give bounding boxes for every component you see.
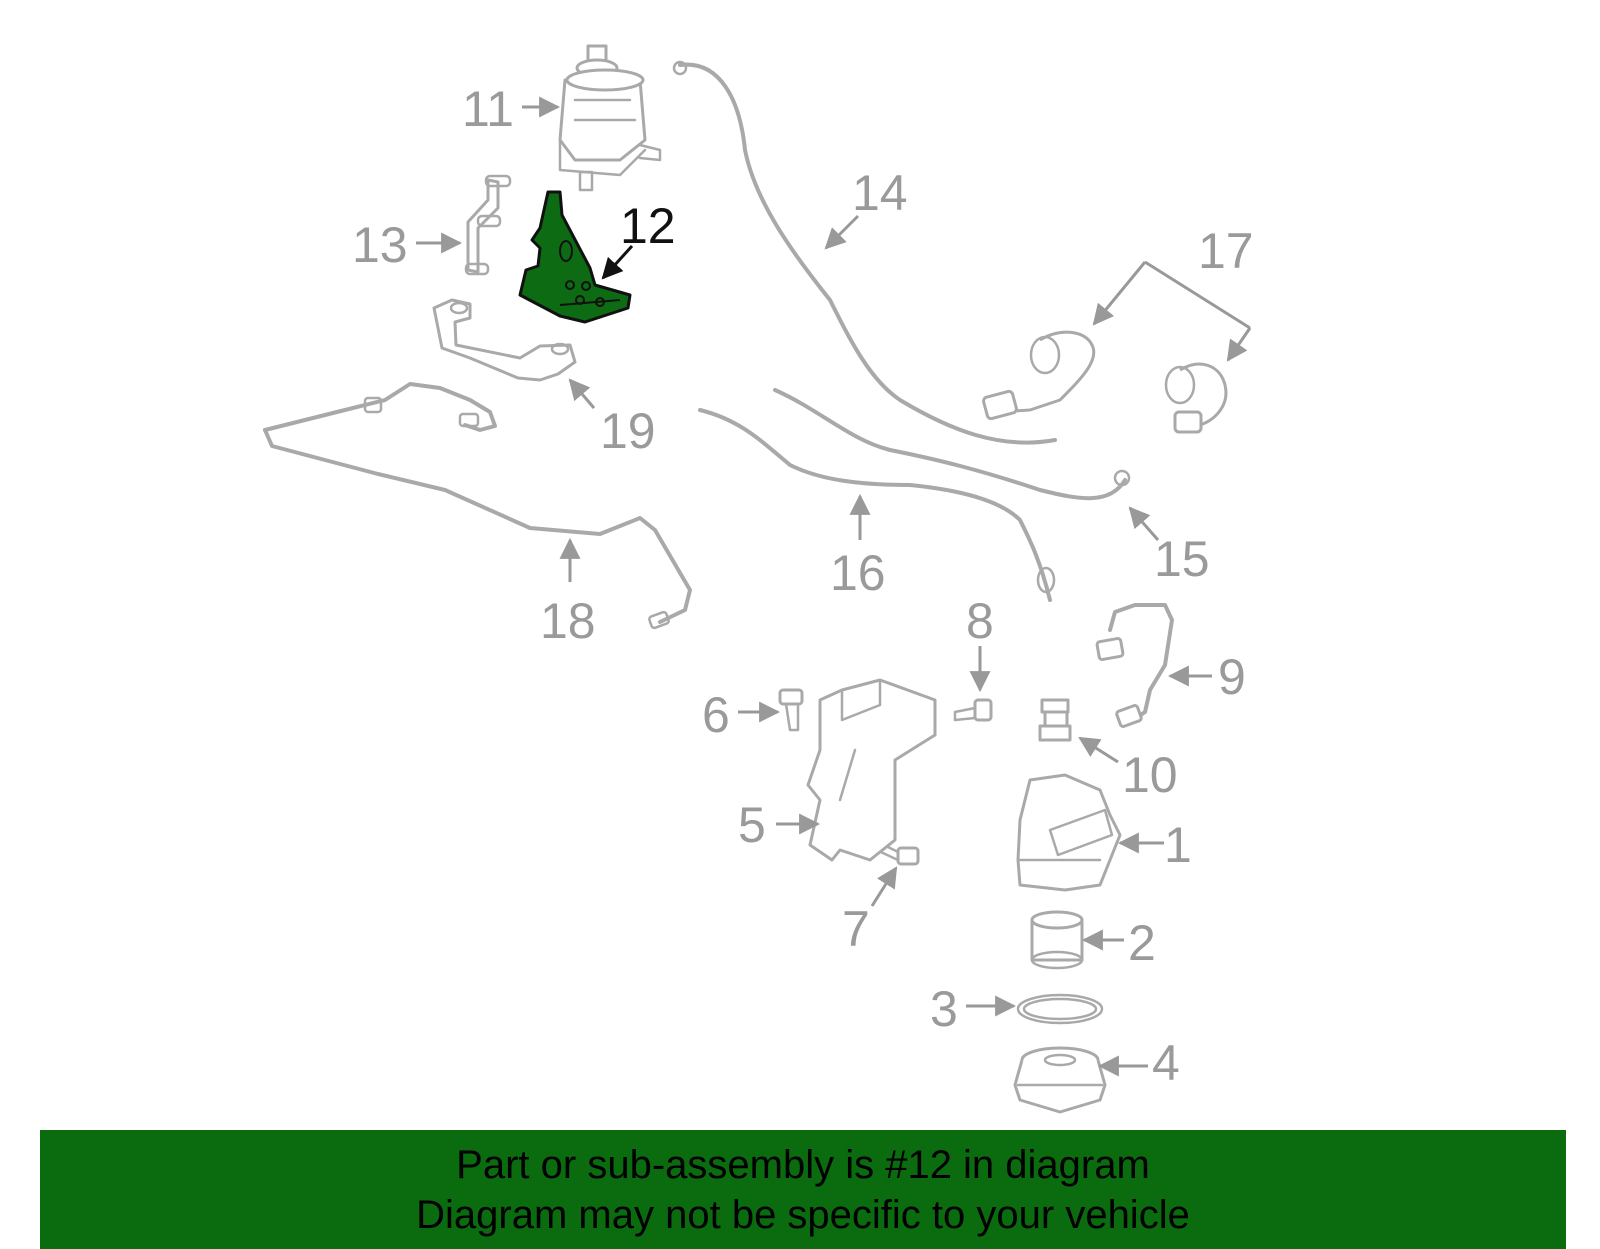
part-10-fitting[interactable]	[1038, 698, 1072, 742]
callout-label-7: 7	[842, 901, 870, 957]
callout-label-6: 6	[702, 687, 730, 743]
part-5-mount-bracket[interactable]	[806, 678, 937, 862]
callout-14: 14	[824, 165, 908, 250]
callout-5: 5	[738, 797, 821, 853]
callout-13: 13	[352, 217, 463, 273]
part-18-tube[interactable]	[263, 382, 692, 630]
part-15-hose[interactable]	[773, 388, 1131, 501]
banner-line-part: Part or sub-assembly is #12 in diagram	[456, 1142, 1150, 1187]
part-13-bracket[interactable]	[464, 174, 512, 276]
part-8-bolt[interactable]	[953, 698, 993, 722]
callout-19: 19	[568, 378, 656, 459]
callout-label-9: 9	[1218, 649, 1246, 705]
callout-15: 15	[1128, 506, 1210, 587]
part-16-hose[interactable]	[698, 408, 1056, 602]
callout-label-10: 10	[1122, 747, 1178, 803]
callout-label-13: 13	[352, 217, 408, 273]
callout-9: 9	[1167, 649, 1246, 705]
callout-label-5: 5	[738, 797, 766, 853]
callout-16: 16	[830, 493, 886, 601]
callout-11: 11	[462, 81, 561, 137]
callout-8: 8	[966, 593, 994, 693]
part-1-housing[interactable]	[1016, 773, 1122, 892]
part-19-mount-bracket[interactable]	[432, 298, 577, 382]
part-6-bolt[interactable]	[778, 688, 804, 732]
callout-label-8: 8	[966, 593, 994, 649]
callout-7: 7	[842, 866, 898, 957]
banner-line-disclaimer: Diagram may not be specific to your vehi…	[416, 1192, 1190, 1237]
callout-label-15: 15	[1154, 531, 1210, 587]
callout-label-11: 11	[462, 81, 514, 137]
callout-label-16: 16	[830, 545, 886, 601]
part-2-bushing[interactable]	[1030, 910, 1084, 970]
callout-label-18: 18	[540, 593, 596, 649]
callout-label-12: 12	[620, 198, 676, 254]
callout-18: 18	[540, 537, 596, 649]
callout-12: 12	[601, 198, 676, 280]
callout-label-2: 2	[1128, 915, 1156, 971]
callout-1: 1	[1117, 817, 1192, 873]
callout-label-1: 1	[1164, 817, 1192, 873]
callout-10: 10	[1078, 736, 1178, 803]
part-14-hose[interactable]	[672, 60, 1057, 445]
callout-6: 6	[702, 687, 781, 743]
info-banner: Part or sub-assembly is #12 in diagram D…	[40, 1130, 1566, 1249]
part-11-valve-assembly[interactable]	[558, 44, 662, 192]
callout-label-14: 14	[852, 165, 908, 221]
callout-4: 4	[1097, 1035, 1180, 1091]
callout-3: 3	[930, 981, 1017, 1037]
callout-label-17: 17	[1198, 223, 1254, 279]
part-9-tube[interactable]	[1095, 603, 1174, 728]
callout-label-19: 19	[600, 403, 656, 459]
part-3-seal-ring[interactable]	[1016, 993, 1104, 1025]
part-4-base-mount[interactable]	[1013, 1046, 1107, 1114]
callout-label-4: 4	[1152, 1035, 1180, 1091]
callout-label-3: 3	[930, 981, 958, 1037]
callout-2: 2	[1081, 915, 1156, 971]
part-12-bracket-highlighted[interactable]	[518, 190, 632, 324]
part-17-hose-elbows[interactable]	[982, 330, 1228, 434]
callout-17: 17	[1092, 223, 1254, 362]
